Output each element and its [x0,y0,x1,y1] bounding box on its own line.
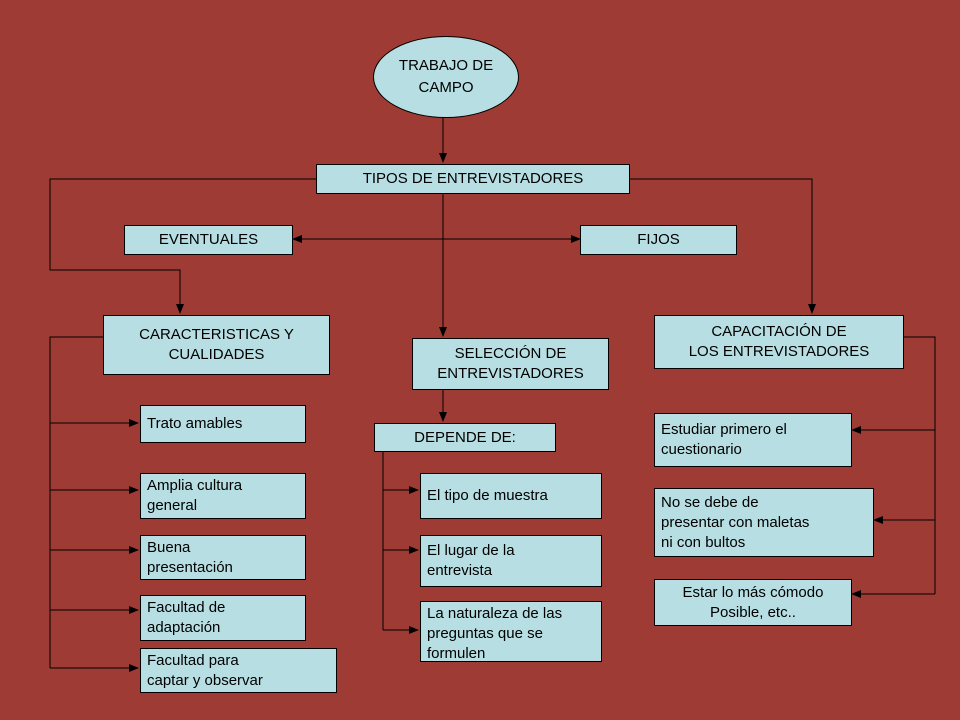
depende-item-label: El tipo de muestra [427,487,548,504]
caracteristica-item-label: Facultad de adaptación [147,599,226,636]
trabajo-de-campo-label: TRABAJO DE CAMPO [398,57,494,96]
eventuales-label: EVENTUALES [158,231,259,248]
caracteristica-item-label: Buena presentación [147,538,233,576]
eventuales-node: EVENTUALES [124,225,293,255]
caracteristica-item-label: Trato amables [147,415,243,432]
tipos-label: TIPOS DE ENTREVISTADORES [362,170,584,187]
capacitacion-item-label: No se debe de presentar con maletas ni c… [661,493,810,551]
depende-item-1: El tipo de muestra [420,473,602,519]
capacitacion-item-2: No se debe de presentar con maletas ni c… [654,488,874,557]
caracteristica-item-label: Facultad para captar y observar [147,651,263,689]
caracteristica-item-5: Facultad para captar y observar [140,648,337,693]
depende-de-node: DEPENDE DE: [374,423,556,452]
capacitacion-item-3: Estar lo más cómodo Posible, etc.. [654,579,852,626]
depende-item-3: La naturaleza de las preguntas que se fo… [420,601,602,662]
fijos-node: FIJOS [580,225,737,255]
fijos-label: FIJOS [637,231,680,248]
capacitacion-item-label: Estudiar primero el cuestionario [661,421,787,458]
caracteristica-item-1: Trato amables [140,405,306,443]
caracteristica-item-4: Facultad de adaptación [140,595,306,641]
caracteristicas-label: CARACTERISTICAS Y CUALIDADES [139,326,294,363]
capacitacion-item-label: Estar lo más cómodo Posible, etc.. [682,583,824,621]
seleccion-node: SELECCIÓN DE ENTREVISTADORES [412,338,609,390]
caracteristica-item-3: Buena presentación [140,535,306,580]
capacitacion-label: CAPACITACIÓN DE LOS ENTREVISTADORES [688,323,870,360]
depende-de-label: DEPENDE DE: [414,428,516,446]
depende-item-2: El lugar de la entrevista [420,535,602,587]
seleccion-label: SELECCIÓN DE ENTREVISTADORES [437,345,584,382]
capacitacion-item-1: Estudiar primero el cuestionario [654,413,852,467]
tipos-de-entrevistadores-node: TIPOS DE ENTREVISTADORES [316,164,630,194]
capacitacion-node: CAPACITACIÓN DE LOS ENTREVISTADORES [654,315,904,369]
caracteristicas-node: CARACTERISTICAS Y CUALIDADES [103,315,330,375]
depende-item-label: La naturaleza de las preguntas que se fo… [427,605,563,662]
trabajo-de-campo-node: TRABAJO DE CAMPO [373,36,519,118]
caracteristica-item-label: Amplia cultura general [147,477,243,514]
caracteristica-item-2: Amplia cultura general [140,473,306,519]
depende-item-label: El lugar de la entrevista [427,542,515,579]
